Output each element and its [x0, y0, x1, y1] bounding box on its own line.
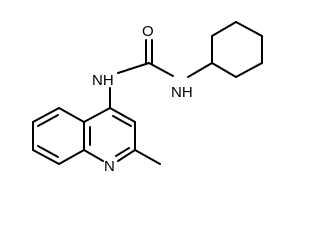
nh-label-left: NH	[92, 72, 114, 89]
quinoline-system	[32, 87, 161, 165]
urea-group	[117, 39, 174, 77]
bond-quinoline-c2-n	[117, 149, 136, 162]
bond-cyclohexyl-5	[235, 62, 263, 78]
bond-benzo-c5-c6	[32, 107, 60, 123]
bond-benzo-c7-c8-inner	[37, 145, 59, 158]
bond-quinoline-c2-methyl	[134, 149, 161, 165]
bond-benzo-c7-c8	[32, 149, 60, 165]
quinoline-n-label: N	[104, 158, 115, 175]
nh-label-right: NH	[171, 84, 193, 101]
bond-benzo-c4a-c5	[58, 107, 85, 123]
bond-right-n-to-ring	[187, 62, 213, 78]
bond-carbonyl-c-to-right-n	[148, 62, 174, 77]
bond-cyclohexyl-3	[235, 21, 263, 37]
cyclohexyl-ring	[187, 21, 263, 78]
chemical-structure: O NH NH N	[32, 21, 263, 175]
bond-quinoline-c2-n-inner	[115, 147, 130, 157]
bond-quinoline-c4-c4a	[83, 107, 111, 123]
structure-canvas: O NH NH N	[32, 21, 263, 175]
bond-quinoline-n-c8a	[83, 149, 104, 162]
bond-quinoline-c4-c3	[109, 107, 136, 123]
bond-carbonyl-c-to-left-n	[117, 62, 150, 74]
oxygen-label: O	[142, 23, 154, 40]
bond-benzo-c5-c6-inner	[37, 114, 59, 127]
bond-benzo-c8-c8a	[58, 149, 85, 165]
bond-quinoline-c4-c3-inner	[112, 115, 132, 127]
bond-cyclohexyl-2	[211, 21, 237, 37]
bond-cyclohexyl-6	[211, 62, 237, 78]
